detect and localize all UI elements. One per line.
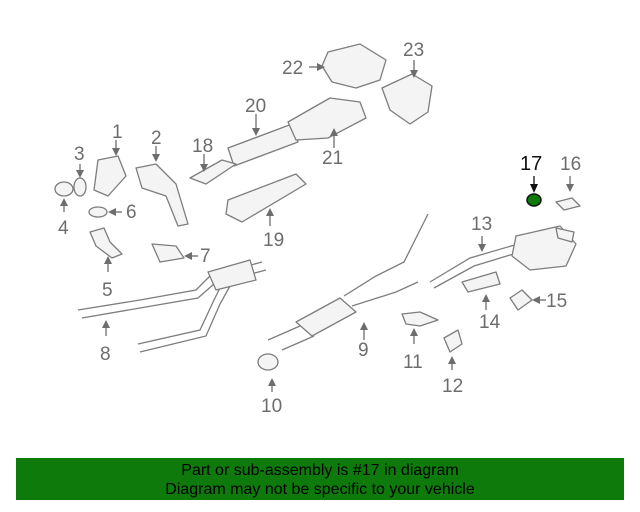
callout-5: 5	[102, 280, 113, 301]
callout-7: 7	[200, 246, 211, 267]
callout-23: 23	[403, 40, 424, 61]
callout-18: 18	[192, 136, 213, 157]
callout-15: 15	[546, 291, 567, 312]
callout-8: 8	[100, 344, 111, 365]
part-7-flange	[151, 243, 198, 263]
banner-line-1: Part or sub-assembly is #17 in diagram	[181, 462, 459, 479]
callout-21: 21	[322, 148, 343, 169]
callout-12: 12	[442, 376, 463, 397]
part-9-middle-pipe	[267, 213, 429, 351]
part-5-bracket	[89, 227, 123, 272]
callout-1: 1	[112, 122, 123, 143]
part-2-exhaust-manifold	[135, 146, 189, 227]
callout-19: 19	[263, 230, 284, 251]
callout-13: 13	[471, 214, 492, 235]
part-17-highlighted	[526, 176, 542, 207]
exhaust-parts-diagram: 1 2 3 4 5 6 7 8 9 10 11 12 13 14 15 16 1…	[54, 40, 581, 417]
part-15-plate	[509, 289, 546, 311]
part-23-heat-shield	[381, 60, 433, 125]
part-3-gasket	[73, 164, 87, 197]
part-14-bracket	[461, 271, 501, 310]
callout-14: 14	[479, 312, 501, 333]
part-16-bracket	[555, 176, 581, 211]
callout-20: 20	[245, 96, 266, 117]
part-1-exhaust-manifold	[93, 140, 127, 197]
callout-3: 3	[74, 144, 85, 165]
part-19-heat-shield	[225, 173, 307, 226]
part-13-rear-muffler	[429, 225, 577, 289]
callout-11: 11	[403, 352, 423, 373]
callout-17: 17	[520, 153, 542, 175]
callout-10: 10	[261, 396, 282, 417]
banner-line-2: Diagram may not be specific to your vehi…	[165, 481, 475, 498]
part-21-heat-shield	[287, 97, 367, 148]
callout-2: 2	[151, 128, 162, 149]
callout-6: 6	[126, 202, 137, 223]
callout-22: 22	[282, 58, 303, 79]
part-6-gasket	[88, 206, 122, 218]
part-11-bracket	[401, 311, 439, 344]
part-22-heat-shield	[309, 43, 387, 89]
part-18-shield-plate	[189, 154, 237, 185]
callout-4: 4	[58, 218, 69, 239]
callout-16: 16	[560, 154, 581, 175]
part-8-front-pipe	[77, 259, 267, 353]
part-12-plate	[443, 329, 463, 370]
part-4-clamp	[54, 181, 74, 212]
part-20-heat-shield	[227, 114, 299, 167]
part-10-clamp	[257, 353, 279, 392]
callout-9: 9	[358, 340, 369, 361]
info-banner: Part or sub-assembly is #17 in diagram D…	[16, 458, 624, 500]
